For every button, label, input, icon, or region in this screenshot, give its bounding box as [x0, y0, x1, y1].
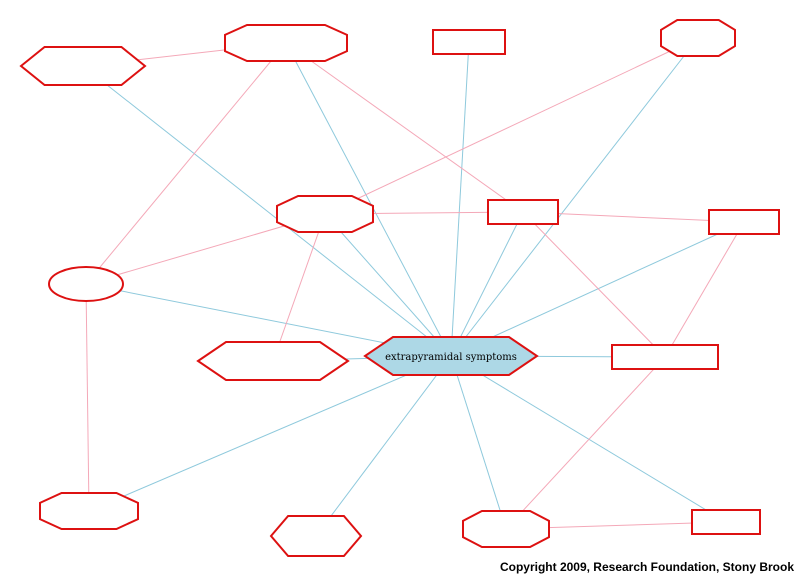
node-n13[interactable]	[462, 510, 550, 548]
blue-edge-c-n14	[450, 355, 727, 523]
pink-edge-n2-n8	[85, 42, 287, 285]
node-n2[interactable]	[224, 24, 348, 62]
edge-layer	[82, 37, 745, 537]
pink-edge-n4-n5	[324, 37, 699, 215]
node-n7[interactable]	[708, 209, 780, 235]
blue-edge-c-n2	[285, 42, 452, 357]
blue-edge-c-n5	[324, 213, 452, 357]
blue-edge-c-n4	[450, 37, 699, 357]
center-node-shape[interactable]	[363, 336, 539, 376]
blue-edge-c-n1	[82, 65, 452, 357]
pink-edge-n6-n10	[522, 211, 666, 358]
pink-edge-n7-n10	[664, 221, 745, 358]
node-layer: extrapyramidal symptoms	[19, 19, 780, 557]
blue-edge-c-n3	[450, 41, 470, 357]
copyright-notice: Copyright 2009, Research Foundation, Sto…	[499, 560, 794, 574]
pink-edge-n6-n7	[522, 211, 745, 223]
pink-edge-n10-n13	[505, 356, 666, 530]
node-n14[interactable]	[691, 509, 761, 535]
blue-edge-c-n11	[88, 355, 452, 512]
blue-edge-c-n6	[450, 211, 524, 357]
pink-edge-n2-n6	[285, 42, 524, 213]
node-n9[interactable]	[196, 341, 350, 381]
blue-edge-c-n7	[450, 221, 745, 357]
node-n1[interactable]	[19, 46, 147, 86]
blue-edge-c-n13	[450, 355, 507, 530]
node-n12[interactable]	[269, 515, 363, 557]
node-n4[interactable]	[660, 19, 736, 57]
node-n8[interactable]	[48, 266, 124, 302]
node-n3[interactable]	[432, 29, 506, 55]
node-n6[interactable]	[487, 199, 559, 225]
pink-edge-n8-n11	[85, 283, 90, 512]
node-n10[interactable]	[611, 344, 719, 370]
center-node-label: extrapyramidal symptoms	[385, 352, 517, 363]
blue-edge-c-n12	[315, 355, 452, 537]
pink-edge-n5-n9	[272, 213, 326, 362]
node-n11[interactable]	[39, 492, 139, 530]
node-n5[interactable]	[276, 195, 374, 233]
